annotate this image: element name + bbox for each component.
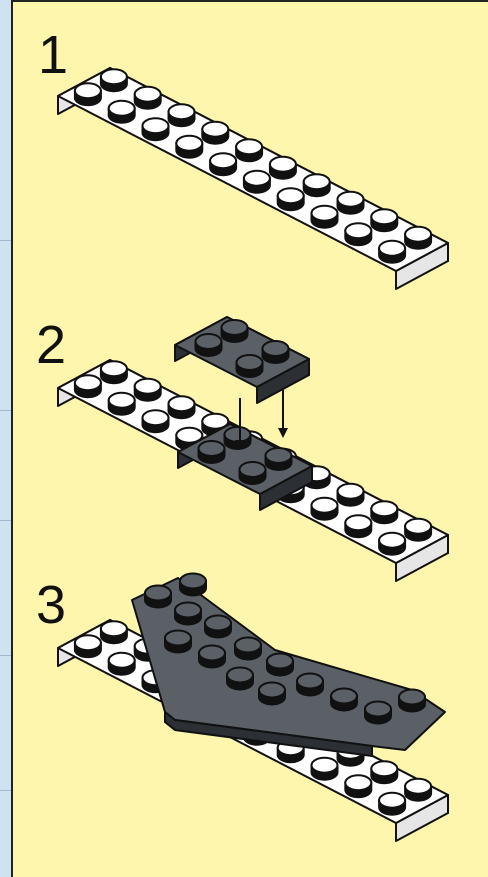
step2-white-plate-stud-top xyxy=(405,519,431,534)
step2-placed-dark-plate-stud-top xyxy=(225,427,251,442)
step3-white-plate-stud-top xyxy=(379,793,405,808)
step3-wedge-stud-top xyxy=(180,574,206,589)
step1-white-plate-stud-top xyxy=(312,206,338,221)
step2-white-plate-stud-top xyxy=(143,410,169,425)
step1-white-plate-stud-top xyxy=(101,69,127,84)
step1-white-plate-stud-top xyxy=(210,153,236,168)
step3-wedge-stud-top xyxy=(399,690,425,705)
step1-white-plate-stud-top xyxy=(371,209,397,224)
step1-white-plate-stud-top xyxy=(176,136,202,151)
step1-white-plate-stud-top xyxy=(278,188,304,203)
step2-white-plate-stud-top xyxy=(371,501,397,516)
step3-wedge-stud-top xyxy=(205,616,231,631)
step2-placed-dark-plate-stud-top xyxy=(199,441,225,456)
step3-wedge-stud-top xyxy=(267,654,293,669)
step1-white-plate-stud-top xyxy=(405,227,431,242)
step2-floating-dark-plate-stud-top xyxy=(196,334,222,349)
step2-white-plate-stud-top xyxy=(169,396,195,411)
step2-floating-dark-plate-stud-top xyxy=(237,355,263,370)
arrow-down-icon-head xyxy=(278,428,288,438)
step1-white-plate-stud-top xyxy=(169,104,195,119)
step1-white-plate-stud-top xyxy=(202,122,228,137)
step2-floating-dark-plate-stud-top xyxy=(222,320,248,335)
step2-white-plate-stud-top xyxy=(75,375,101,390)
step1-white-plate-stud-top xyxy=(135,87,161,102)
step3-wedge-stud-top xyxy=(235,638,261,653)
step2-white-plate-stud-top xyxy=(338,484,364,499)
step1-white-plate-stud-top xyxy=(244,171,270,186)
step2-white-plate-stud-top xyxy=(379,533,405,548)
step2-white-plate-stud-top xyxy=(101,361,127,376)
step3-wedge-stud-top xyxy=(165,631,191,646)
step1-white-plate-stud-top xyxy=(304,174,330,189)
step3-white-plate-stud-top xyxy=(371,761,397,776)
step1-white-plate-stud-top xyxy=(143,118,169,133)
step3-wedge-stud-top xyxy=(259,683,285,698)
step1-white-plate-stud-top xyxy=(109,101,135,116)
step3-white-plate-stud-top xyxy=(345,775,371,790)
step3-wedge-stud-top xyxy=(199,646,225,661)
step1-white-plate-stud-top xyxy=(270,157,296,172)
step3-wedge-stud-top xyxy=(365,702,391,717)
step3-wedge-stud-top xyxy=(331,689,357,704)
step2-white-plate-stud-top xyxy=(345,515,371,530)
step3-white-plate-stud-top xyxy=(109,653,135,668)
step2-white-plate-stud-top xyxy=(135,379,161,394)
step3-white-plate-stud-top xyxy=(312,758,338,773)
step1-white-plate-stud-top xyxy=(75,83,101,98)
step2-white-plate-stud-top xyxy=(312,498,338,513)
step2-placed-dark-plate-stud-top xyxy=(266,448,292,463)
step3-wedge-stud-top xyxy=(145,586,171,601)
step3-white-plate-stud-top xyxy=(101,621,127,636)
step3-white-plate-stud-top xyxy=(405,779,431,794)
step1-white-plate-stud-top xyxy=(345,223,371,238)
step3-wedge-stud-top xyxy=(175,603,201,618)
step2-floating-dark-plate-stud-top xyxy=(263,341,289,356)
step1-white-plate-stud-top xyxy=(379,241,405,256)
step3-white-plate-stud-top xyxy=(75,635,101,650)
step1-white-plate-stud-top xyxy=(338,192,364,207)
step2-white-plate-stud-top xyxy=(109,393,135,408)
step1-white-plate-stud-top xyxy=(236,139,262,154)
step3-wedge-stud-top xyxy=(227,668,253,683)
step3-wedge-stud-top xyxy=(297,674,323,689)
step2-placed-dark-plate-stud-top xyxy=(240,462,266,477)
